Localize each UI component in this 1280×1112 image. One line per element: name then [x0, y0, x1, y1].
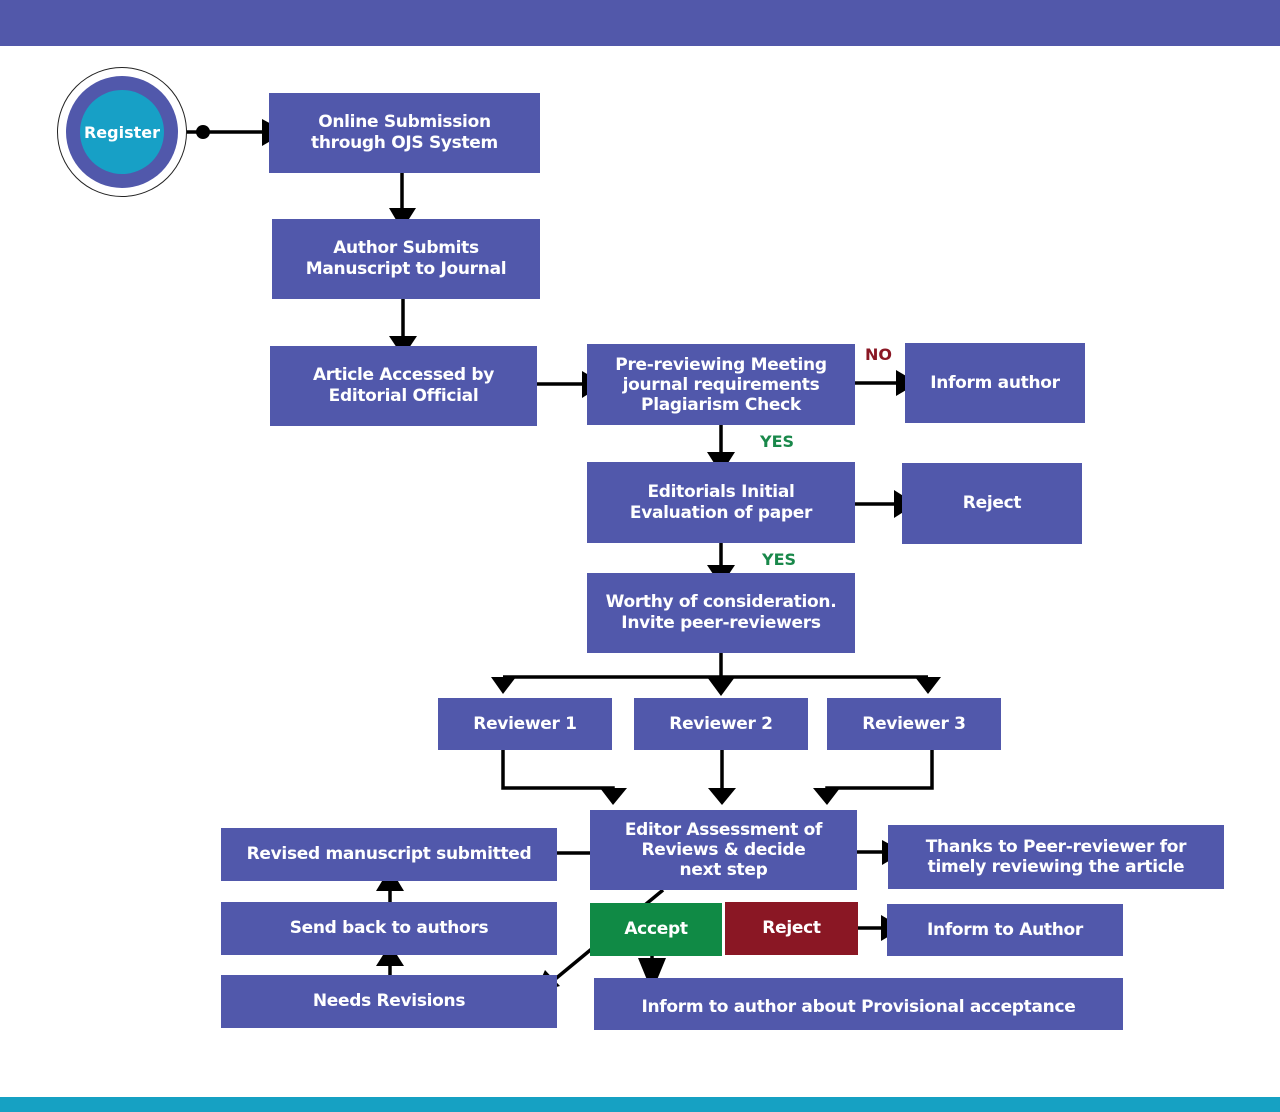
- connector-dot: [196, 125, 210, 139]
- node-inform-author: Inform author: [905, 343, 1085, 423]
- top-banner: [0, 0, 1280, 46]
- arrowhead: [915, 677, 941, 694]
- arrowhead: [491, 677, 516, 694]
- node-initial-evaluation: Editorials Initial Evaluation of paper: [587, 462, 855, 543]
- edge-label-yes-2: YES: [762, 550, 797, 569]
- node-reviewer-2: Reviewer 2: [634, 698, 808, 750]
- edge-reviewer-3-to-editor: [825, 750, 934, 795]
- node-editor-assessment: Editor Assessment of Reviews & decide ne…: [590, 810, 857, 890]
- node-reject-final: Reject: [725, 902, 858, 955]
- node-article-accessed: Article Accessed by Editorial Official: [270, 346, 537, 426]
- arrowhead: [638, 958, 666, 992]
- node-online-submission: Online Submission through OJS System: [269, 93, 540, 173]
- node-revised-manuscript: Revised manuscript submitted: [221, 828, 557, 881]
- arrowhead: [707, 677, 735, 696]
- node-accept: Accept: [590, 903, 722, 956]
- node-reviewer-1: Reviewer 1: [438, 698, 612, 750]
- node-inform-to-author: Inform to Author: [887, 904, 1123, 956]
- edge-reviewer-1-to-editor: [501, 750, 615, 795]
- node-worthy-of-consideration: Worthy of consideration. Invite peer-rev…: [587, 573, 855, 653]
- edge-label-yes-1: YES: [760, 432, 795, 451]
- node-thanks-reviewer: Thanks to Peer-reviewer for timely revie…: [888, 825, 1224, 889]
- node-provisional-acceptance: Inform to author about Provisional accep…: [594, 978, 1123, 1030]
- arrowhead: [376, 944, 404, 966]
- bottom-banner: [0, 1097, 1280, 1112]
- node-reject-initial: Reject: [902, 463, 1082, 544]
- arrowhead: [600, 788, 627, 805]
- node-needs-revisions: Needs Revisions: [221, 975, 557, 1028]
- arrowhead: [708, 788, 736, 805]
- node-reviewer-3: Reviewer 3: [827, 698, 1001, 750]
- node-send-back: Send back to authors: [221, 902, 557, 955]
- register-node: Register: [80, 90, 164, 174]
- arrowhead: [813, 788, 840, 805]
- edge-label-no: NO: [865, 345, 892, 364]
- node-pre-reviewing: Pre-reviewing Meeting journal requiremen…: [587, 344, 855, 425]
- node-author-submits: Author Submits Manuscript to Journal: [272, 219, 540, 299]
